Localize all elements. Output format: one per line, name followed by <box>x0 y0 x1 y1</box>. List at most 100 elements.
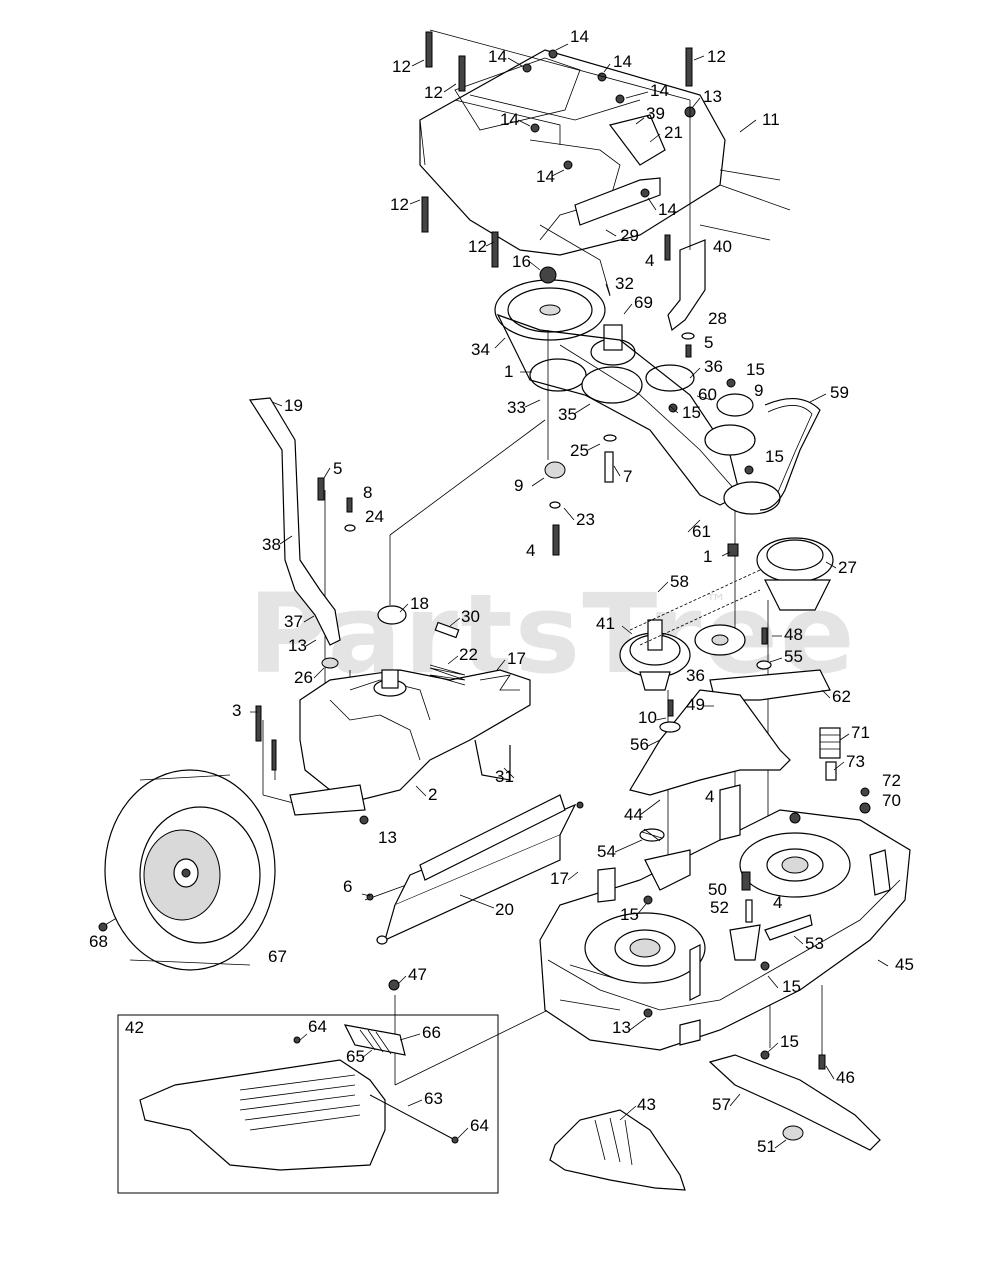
callout-35: 35 <box>558 405 577 424</box>
frame-assembly <box>419 49 791 296</box>
callout-15: 15 <box>782 977 801 996</box>
nuts-14 <box>522 49 696 198</box>
bolt-5 <box>317 477 325 501</box>
callout-37: 37 <box>284 612 303 631</box>
callout-1: 1 <box>504 362 513 381</box>
callout-22: 22 <box>459 645 478 664</box>
nut-13 <box>359 815 369 825</box>
washer-51 <box>782 1125 804 1141</box>
callout-23: 23 <box>576 510 595 529</box>
callout-6: 6 <box>343 877 352 896</box>
callout-38: 38 <box>262 535 281 554</box>
callout-52: 52 <box>710 898 729 917</box>
bolt-3b <box>271 739 277 771</box>
mid-hardware <box>544 234 754 556</box>
callout-55: 55 <box>784 647 803 666</box>
callout-15: 15 <box>620 905 639 924</box>
callout-31: 31 <box>495 767 514 786</box>
callout-33: 33 <box>507 398 526 417</box>
callout-14: 14 <box>536 167 555 186</box>
callout-40: 40 <box>713 237 732 256</box>
callout-3: 3 <box>232 701 241 720</box>
spring-71 <box>819 727 871 814</box>
callout-15: 15 <box>682 403 701 422</box>
callout-13: 13 <box>703 87 722 106</box>
callout-5: 5 <box>333 459 342 478</box>
bracket-44 <box>629 689 791 796</box>
callout-13: 13 <box>378 828 397 847</box>
callout-34: 34 <box>471 340 490 359</box>
callout-39: 39 <box>646 104 665 123</box>
callout-4: 4 <box>645 251 654 270</box>
callout-4: 4 <box>773 893 782 912</box>
deflector-43 <box>549 1109 686 1191</box>
nut-15 <box>760 1050 770 1060</box>
callout-9: 9 <box>514 476 523 495</box>
callout-14: 14 <box>650 81 669 100</box>
inset-42 <box>117 979 499 1194</box>
bolt-8 <box>346 497 353 513</box>
callout-69: 69 <box>634 293 653 312</box>
spring-54 <box>639 828 665 842</box>
callout-14: 14 <box>500 110 519 129</box>
callout-8: 8 <box>363 483 372 502</box>
callout-1: 1 <box>703 547 712 566</box>
callout-13: 13 <box>288 636 307 655</box>
callout-2: 2 <box>428 785 437 804</box>
callout-4: 4 <box>705 787 714 806</box>
washer-26 <box>321 657 339 669</box>
callout-45: 45 <box>895 955 914 974</box>
clutch-pulleys <box>619 537 834 719</box>
callout-50: 50 <box>708 880 727 899</box>
bracket-40 <box>667 239 706 332</box>
bolt-46 <box>818 1054 826 1070</box>
bolt-3 <box>255 705 262 742</box>
callout-labels: 12 12 12 12 12 14 14 14 14 14 14 14 13 1… <box>89 27 914 1156</box>
callout-46: 46 <box>836 1068 855 1087</box>
callout-26: 26 <box>294 668 313 687</box>
callout-17: 17 <box>507 649 526 668</box>
callout-12: 12 <box>424 83 443 102</box>
callout-53: 53 <box>805 934 824 953</box>
callout-72: 72 <box>882 771 901 790</box>
callout-61: 61 <box>692 522 711 541</box>
callout-70: 70 <box>882 791 901 810</box>
callout-73: 73 <box>846 752 865 771</box>
callout-10: 10 <box>638 708 657 727</box>
callout-67: 67 <box>268 947 287 966</box>
callout-58: 58 <box>670 572 689 591</box>
callout-36: 36 <box>686 666 705 685</box>
callout-17: 17 <box>550 869 569 888</box>
callout-43: 43 <box>637 1095 656 1114</box>
bolt-6 <box>366 893 374 901</box>
callout-48: 48 <box>784 625 803 644</box>
callout-14: 14 <box>613 52 632 71</box>
callout-14: 14 <box>658 200 677 219</box>
callout-20: 20 <box>495 900 514 919</box>
callout-51: 51 <box>757 1137 776 1156</box>
callout-68: 68 <box>89 932 108 951</box>
callout-15: 15 <box>765 447 784 466</box>
callout-7: 7 <box>623 467 632 486</box>
callout-57: 57 <box>712 1095 731 1114</box>
mower-deck-45 <box>539 784 911 1051</box>
washer-56 <box>659 721 681 733</box>
callout-12: 12 <box>392 57 411 76</box>
callout-27: 27 <box>838 558 857 577</box>
callout-64: 64 <box>308 1017 327 1036</box>
callout-12: 12 <box>468 237 487 256</box>
callout-21: 21 <box>664 123 683 142</box>
washer-24 <box>344 524 356 532</box>
callout-15: 15 <box>780 1032 799 1051</box>
callout-32: 32 <box>615 274 634 293</box>
callout-25: 25 <box>570 441 589 460</box>
callout-64: 64 <box>470 1116 489 1135</box>
callout-14: 14 <box>570 27 589 46</box>
callout-44: 44 <box>624 805 643 824</box>
callout-71: 71 <box>851 723 870 742</box>
callout-9: 9 <box>754 381 763 400</box>
callout-60: 60 <box>698 385 717 404</box>
shield-20 <box>376 794 577 945</box>
callout-63: 63 <box>424 1089 443 1108</box>
